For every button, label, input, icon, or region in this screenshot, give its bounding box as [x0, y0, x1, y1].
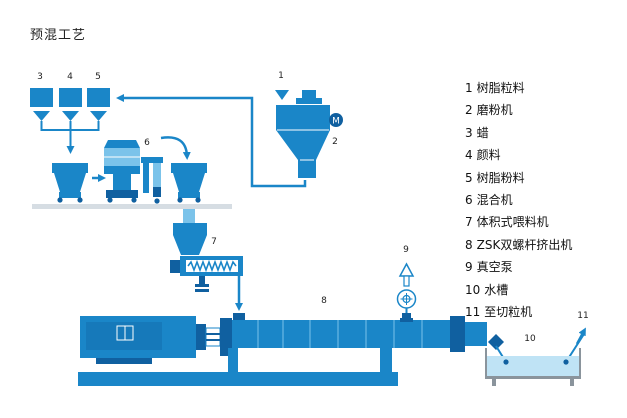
legend-number: 6	[465, 192, 473, 207]
legend-number: 10	[465, 282, 481, 297]
die-head-icon	[488, 334, 504, 350]
callout-6: 6	[144, 138, 150, 148]
callout-7: 7	[211, 237, 217, 247]
callout-8: 8	[321, 296, 327, 306]
legend-label: ZSK双螺杆挤出机	[476, 237, 573, 252]
vacuum-pump	[396, 262, 417, 318]
legend-label: 体积式喂料机	[476, 215, 549, 230]
callout-11: 11	[577, 311, 588, 321]
callout-2: 2	[332, 137, 338, 147]
legend-label: 蜡	[476, 125, 489, 140]
legend-label: 至切粒机	[484, 304, 533, 319]
mill-motor-icon: M	[329, 113, 343, 127]
legend-label: 树脂粒料	[476, 81, 525, 95]
page-title: 预混工艺	[30, 28, 87, 43]
legend-number: 5	[465, 170, 473, 185]
callout-1: 1	[278, 71, 284, 81]
to-feed-hopper-arrow	[160, 136, 191, 160]
legend-number: 7	[465, 215, 473, 230]
legend-number: 1	[465, 81, 473, 95]
legend-number: 3	[465, 125, 473, 140]
vent-arrow-icon	[398, 262, 415, 277]
mixer	[104, 140, 163, 204]
water-bath	[485, 348, 581, 386]
legend-label: 真空泵	[476, 260, 513, 275]
feed-down-pipe	[183, 209, 195, 223]
weigh-hopper	[52, 163, 88, 203]
grinding-mill	[276, 90, 330, 178]
motor-label: M	[332, 117, 340, 127]
hopper-collector-line	[40, 121, 100, 154]
callout-5: 5	[95, 72, 101, 82]
powder-return-line	[116, 94, 307, 188]
twin-screw-extruder	[80, 313, 504, 372]
legend-label: 水槽	[484, 282, 509, 297]
callout-4: 4	[67, 72, 73, 82]
resin-pellet-inlet-icon	[275, 90, 289, 100]
mixing-station-floor	[32, 204, 232, 209]
resin-powder-hopper	[87, 88, 110, 121]
feed-screw-icon	[187, 259, 237, 273]
legend-label: 磨粉机	[476, 103, 513, 118]
legend-number: 4	[465, 148, 473, 163]
legend-number: 9	[465, 260, 473, 275]
extruder-base-frame	[78, 372, 398, 386]
to-pelletizer-arrow	[575, 327, 586, 345]
pigment-hopper	[59, 88, 82, 121]
premix-hopper	[171, 163, 207, 203]
legend-label: 混合机	[476, 192, 513, 207]
callout-3: 3	[37, 72, 43, 82]
callout-10: 10	[524, 334, 536, 344]
callout-9: 9	[403, 245, 409, 255]
legend-label: 树脂粉料	[476, 170, 525, 185]
legend-number: 11	[465, 304, 481, 319]
legend-number: 2	[465, 103, 473, 118]
legend-label: 颜料	[476, 148, 501, 163]
wax-hopper	[30, 88, 53, 121]
volumetric-feeder	[170, 223, 243, 292]
legend-number: 8	[465, 237, 473, 252]
